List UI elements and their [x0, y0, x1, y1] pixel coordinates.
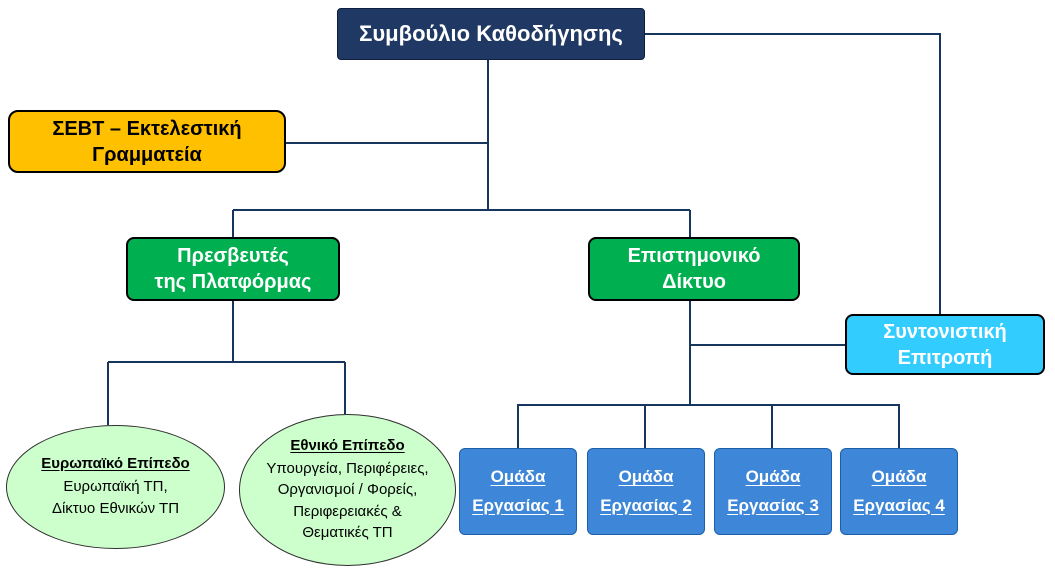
node-european-level: Ευρωπαϊκό Επίπεδο Ευρωπαϊκή ΤΠ, Δίκτυο Ε…: [6, 425, 225, 549]
workgroup-2-label: Ομάδα Εργασίας 2: [600, 467, 692, 515]
national-level-body: Υπουργεία, Περιφέρειες, Οργανισμοί / Φορ…: [266, 459, 429, 541]
platform-ambassadors-label: Πρεσβευτές της Πλατφόρμας: [154, 245, 312, 293]
european-level-body: Ευρωπαϊκή ΤΠ, Δίκτυο Εθνικών ΤΠ: [51, 478, 180, 517]
executive-secretariat-label: ΣΕΒΤ – Εκτελεστική Γραμματεία: [52, 117, 242, 166]
node-coordination-committee: Συντονιστική Επιτροπή: [845, 314, 1045, 375]
node-platform-ambassadors: Πρεσβευτές της Πλατφόρμας: [126, 237, 340, 301]
scientific-network-label: Επιστημονικό Δίκτυο: [627, 245, 761, 293]
european-level-heading: Ευρωπαϊκό Επίπεδο: [41, 455, 190, 473]
workgroup-1-label: Ομάδα Εργασίας 1: [472, 467, 564, 515]
node-national-level: Εθνικό Επίπεδο Υπουργεία, Περιφέρειες, Ο…: [239, 414, 456, 566]
node-scientific-network: Επιστημονικό Δίκτυο: [588, 237, 800, 301]
connector-path: [107, 33, 941, 448]
national-level-heading: Εθνικό Επίπεδο: [290, 436, 405, 454]
steering-council-label: Συμβούλιο Καθοδήγησης: [359, 20, 623, 46]
node-workgroup-3: Ομάδα Εργασίας 3: [714, 448, 832, 535]
coordination-committee-label: Συντονιστική Επιτροπή: [883, 320, 1007, 369]
node-workgroup-2: Ομάδα Εργασίας 2: [587, 448, 705, 535]
node-steering-council: Συμβούλιο Καθοδήγησης: [337, 8, 645, 60]
workgroup-4-label: Ομάδα Εργασίας 4: [853, 467, 945, 515]
node-executive-secretariat: ΣΕΒΤ – Εκτελεστική Γραμματεία: [8, 110, 286, 173]
node-workgroup-4: Ομάδα Εργασίας 4: [840, 448, 958, 535]
node-workgroup-1: Ομάδα Εργασίας 1: [459, 448, 577, 535]
workgroup-3-label: Ομάδα Εργασίας 3: [727, 467, 819, 515]
